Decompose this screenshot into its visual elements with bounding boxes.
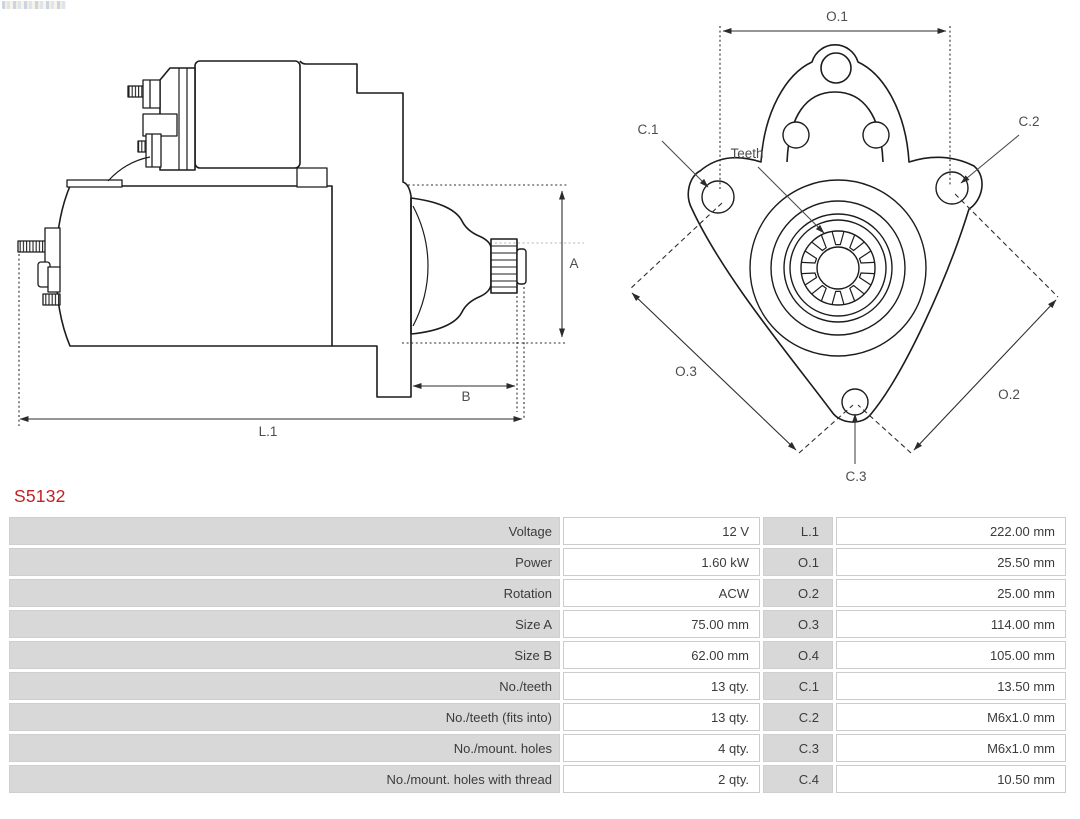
dim-label-c2: C.2 — [1018, 114, 1039, 129]
center-bosses — [749, 179, 927, 357]
body-left-studs — [17, 227, 61, 306]
dim-label-o3: O.3 — [675, 364, 697, 379]
cell-dim-value: 222.00 mm — [836, 517, 1066, 545]
leader-c2 — [960, 134, 1020, 184]
side-view-drawing — [17, 60, 527, 398]
cell-dim-value: 10.50 mm — [836, 765, 1066, 793]
flange-outline — [687, 44, 983, 423]
side-view-dimensions — [18, 184, 584, 426]
cell-value: 2 qty. — [563, 765, 760, 793]
dim-label-o1: O.1 — [826, 9, 848, 24]
pinion-teeth — [801, 231, 875, 305]
leader-teeth — [757, 166, 825, 234]
label-teeth: Teeth — [730, 146, 763, 161]
cell-dim-key: O.4 — [763, 641, 833, 669]
drive-housing-outline — [299, 60, 412, 398]
arch-left-hole — [782, 121, 810, 149]
cell-value: 12 V — [563, 517, 760, 545]
cell-dim-key: L.1 — [763, 517, 833, 545]
drive-nose-cone — [410, 197, 492, 335]
cell-dim-key: C.1 — [763, 672, 833, 700]
cell-dim-key: C.4 — [763, 765, 833, 793]
cell-dim-key: C.3 — [763, 734, 833, 762]
cell-label: Rotation — [9, 579, 560, 607]
mount-hole-c1 — [701, 180, 735, 214]
cell-dim-value: 25.00 mm — [836, 579, 1066, 607]
cell-label: Size B — [9, 641, 560, 669]
cell-dim-value: M6x1.0 mm — [836, 703, 1066, 731]
cell-dim-key: O.1 — [763, 548, 833, 576]
dim-label-a: A — [569, 256, 578, 271]
solenoid-terminals — [107, 79, 178, 182]
front-view-dimensions — [628, 26, 1059, 464]
cell-dim-value: 13.50 mm — [836, 672, 1066, 700]
cell-label: No./mount. holes with thread — [9, 765, 560, 793]
technical-drawings: A B L.1 — [17, 9, 1059, 484]
cell-value: 1.60 kW — [563, 548, 760, 576]
body-top-lip — [66, 179, 123, 188]
cell-label: Power — [9, 548, 560, 576]
solenoid — [159, 60, 328, 188]
arch-right-hole — [862, 121, 890, 149]
motor-body — [55, 185, 333, 347]
cell-dim-value: M6x1.0 mm — [836, 734, 1066, 762]
cell-label: No./teeth (fits into) — [9, 703, 560, 731]
dim-line-o2 — [913, 299, 1057, 451]
cell-value: 13 qty. — [563, 703, 760, 731]
cell-value: 13 qty. — [563, 672, 760, 700]
cell-value: 62.00 mm — [563, 641, 760, 669]
dim-label-b: B — [461, 389, 470, 404]
cell-dim-key: O.3 — [763, 610, 833, 638]
dim-label-c1: C.1 — [637, 122, 658, 137]
cell-label: Size A — [9, 610, 560, 638]
cell-dim-value: 105.00 mm — [836, 641, 1066, 669]
cell-dim-key: O.2 — [763, 579, 833, 607]
cell-dim-value: 114.00 mm — [836, 610, 1066, 638]
cell-dim-key: C.2 — [763, 703, 833, 731]
cell-label: No./teeth — [9, 672, 560, 700]
front-view-drawing — [687, 44, 983, 423]
cell-dim-value: 25.50 mm — [836, 548, 1066, 576]
leader-c1 — [661, 140, 709, 188]
cell-label: Voltage — [9, 517, 560, 545]
cell-value: ACW — [563, 579, 760, 607]
pinion-shaft — [490, 238, 527, 294]
cell-value: 4 qty. — [563, 734, 760, 762]
mount-hole-c2 — [935, 171, 969, 205]
part-number: S5132 — [14, 486, 66, 506]
arch-top-hole — [820, 52, 852, 84]
terminal-wire — [107, 156, 151, 182]
dim-label-l1: L.1 — [259, 424, 278, 439]
cell-value: 75.00 mm — [563, 610, 760, 638]
dim-label-c3: C.3 — [845, 469, 866, 484]
dim-label-o2: O.2 — [998, 387, 1020, 402]
cell-label: No./mount. holes — [9, 734, 560, 762]
corner-artifact — [2, 1, 66, 9]
dim-line-o3 — [631, 292, 797, 451]
